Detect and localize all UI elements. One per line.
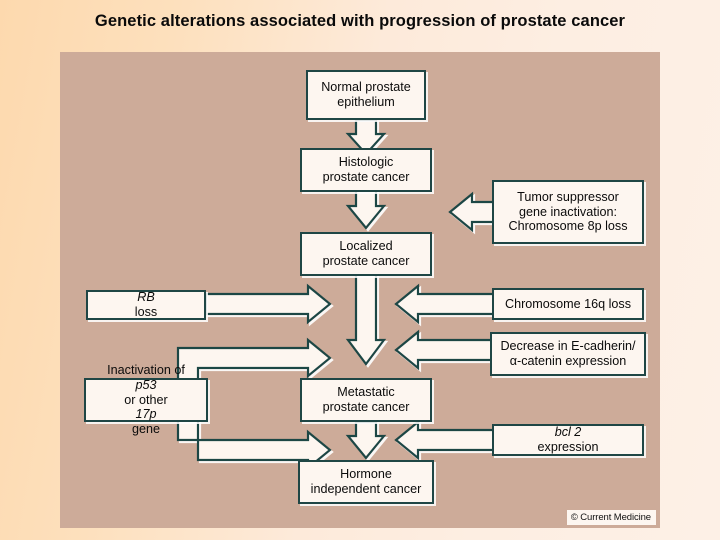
gene-symbol-p53: p53 bbox=[135, 377, 157, 392]
node-line-2: or other 17p gene bbox=[107, 393, 185, 438]
node-line-1: RB loss bbox=[135, 290, 157, 320]
node-line-2: gene inactivation: bbox=[518, 204, 618, 219]
node-normal-prostate-epithelium[interactable]: Normal prostate epithelium bbox=[306, 70, 426, 120]
node-hormone-independent-cancer[interactable]: Hormone independent cancer bbox=[298, 460, 434, 504]
node-histologic-prostate-cancer[interactable]: Histologic prostate cancer bbox=[300, 148, 432, 192]
node-line-2: independent cancer bbox=[310, 482, 422, 496]
node-text-rest: loss bbox=[134, 305, 158, 319]
arrow-normal-to-histologic bbox=[345, 118, 387, 156]
node-line-1: Normal prostate bbox=[321, 80, 411, 95]
page-title: Genetic alterations associated with prog… bbox=[94, 12, 626, 30]
arrow-p53-upper-to-spine bbox=[176, 337, 332, 384]
node-line-1: Decrease in E-cadherin/ bbox=[500, 339, 636, 354]
gene-symbol-17p: 17p bbox=[135, 407, 157, 422]
node-line-1: Chromosome 16q loss bbox=[505, 296, 631, 311]
arrow-metastatic-to-hormone bbox=[345, 420, 387, 460]
node-line-2: epithelium bbox=[337, 95, 395, 109]
node-decrease-e-cadherin-alpha-catenin[interactable]: Decrease in E-cadherin/ α-catenin expres… bbox=[490, 332, 646, 376]
arrow-p53-lower-to-spine bbox=[176, 416, 332, 471]
node-p53-17p-inactivation[interactable]: Inactivation of p53 or other 17p gene bbox=[84, 363, 208, 436]
copyright-credit: © Current Medicine bbox=[566, 509, 656, 525]
gene-symbol: RB bbox=[137, 290, 155, 305]
node-line-1: Metastatic bbox=[337, 385, 395, 400]
node-line-2: prostate cancer bbox=[322, 170, 410, 184]
node-line-1: Localized bbox=[339, 239, 393, 254]
node-line-1: Tumor suppressor bbox=[517, 189, 619, 204]
node-text-pre: or other bbox=[124, 392, 168, 407]
node-rb-loss[interactable]: RB loss bbox=[86, 290, 206, 320]
node-line-1: Inactivation of p53 bbox=[107, 363, 185, 393]
node-tumor-suppressor-gene-inactivation[interactable]: Tumor suppressor gene inactivation: Chro… bbox=[492, 180, 644, 244]
node-line-1: Histologic bbox=[338, 155, 394, 170]
arrow-histologic-to-localized bbox=[345, 188, 387, 230]
diagram-panel: Normal prostate epithelium Histologic pr… bbox=[60, 52, 660, 528]
node-line-2: α-catenin expression bbox=[509, 354, 627, 368]
node-text-pre: Inactivation of bbox=[107, 362, 185, 377]
node-line-3: Chromosome 8p loss bbox=[508, 219, 628, 234]
node-text-post: gene bbox=[131, 422, 161, 437]
arrow-rb-loss-to-spine bbox=[204, 283, 332, 325]
node-bcl2-expression[interactable]: bcl 2 expression bbox=[492, 424, 644, 456]
node-line-1: bcl 2 expression bbox=[538, 425, 599, 455]
node-line-2: prostate cancer bbox=[322, 254, 410, 268]
node-line-2: prostate cancer bbox=[322, 400, 410, 414]
node-chromosome-16q-loss[interactable]: Chromosome 16q loss bbox=[492, 288, 644, 320]
arrow-localized-to-metastatic bbox=[345, 272, 387, 366]
node-text-rest: expression bbox=[537, 440, 599, 454]
node-localized-prostate-cancer[interactable]: Localized prostate cancer bbox=[300, 232, 432, 276]
node-metastatic-prostate-cancer[interactable]: Metastatic prostate cancer bbox=[300, 378, 432, 422]
gene-symbol: bcl 2 bbox=[554, 425, 582, 440]
node-line-1: Hormone bbox=[340, 467, 392, 482]
